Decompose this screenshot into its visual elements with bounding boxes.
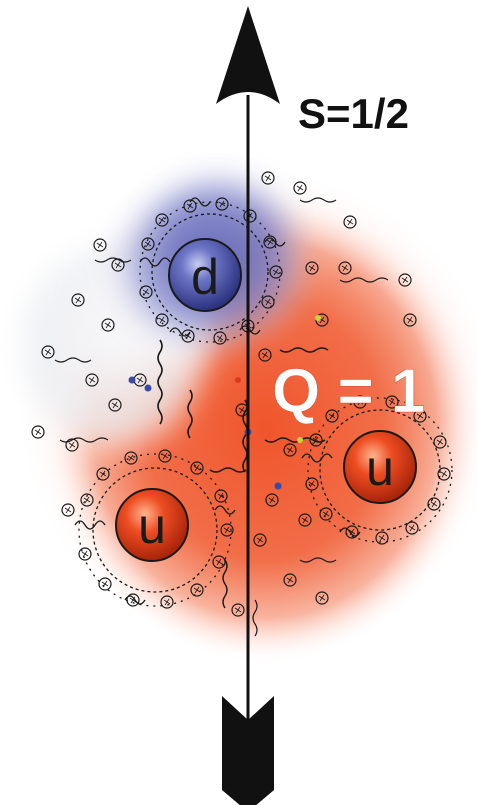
arrow-fletching-icon [222,640,274,805]
quark-d: d [168,238,242,312]
charge-label: Q = 1 [272,357,425,426]
quark-u-right: u [343,430,417,504]
gluon-cluster-u-right [301,395,453,545]
gluon-cluster-u-left [74,449,236,609]
sea-gluons [31,171,417,637]
quark-d-label: d [191,249,219,305]
quark-u-left-label: u [138,498,166,554]
quark-u-right-label: u [366,440,394,496]
gluon-cluster-d [139,197,286,345]
quark-u-left: u [115,488,189,562]
spin-label: S=1/2 [298,90,409,137]
arrow-up-icon [216,6,280,700]
